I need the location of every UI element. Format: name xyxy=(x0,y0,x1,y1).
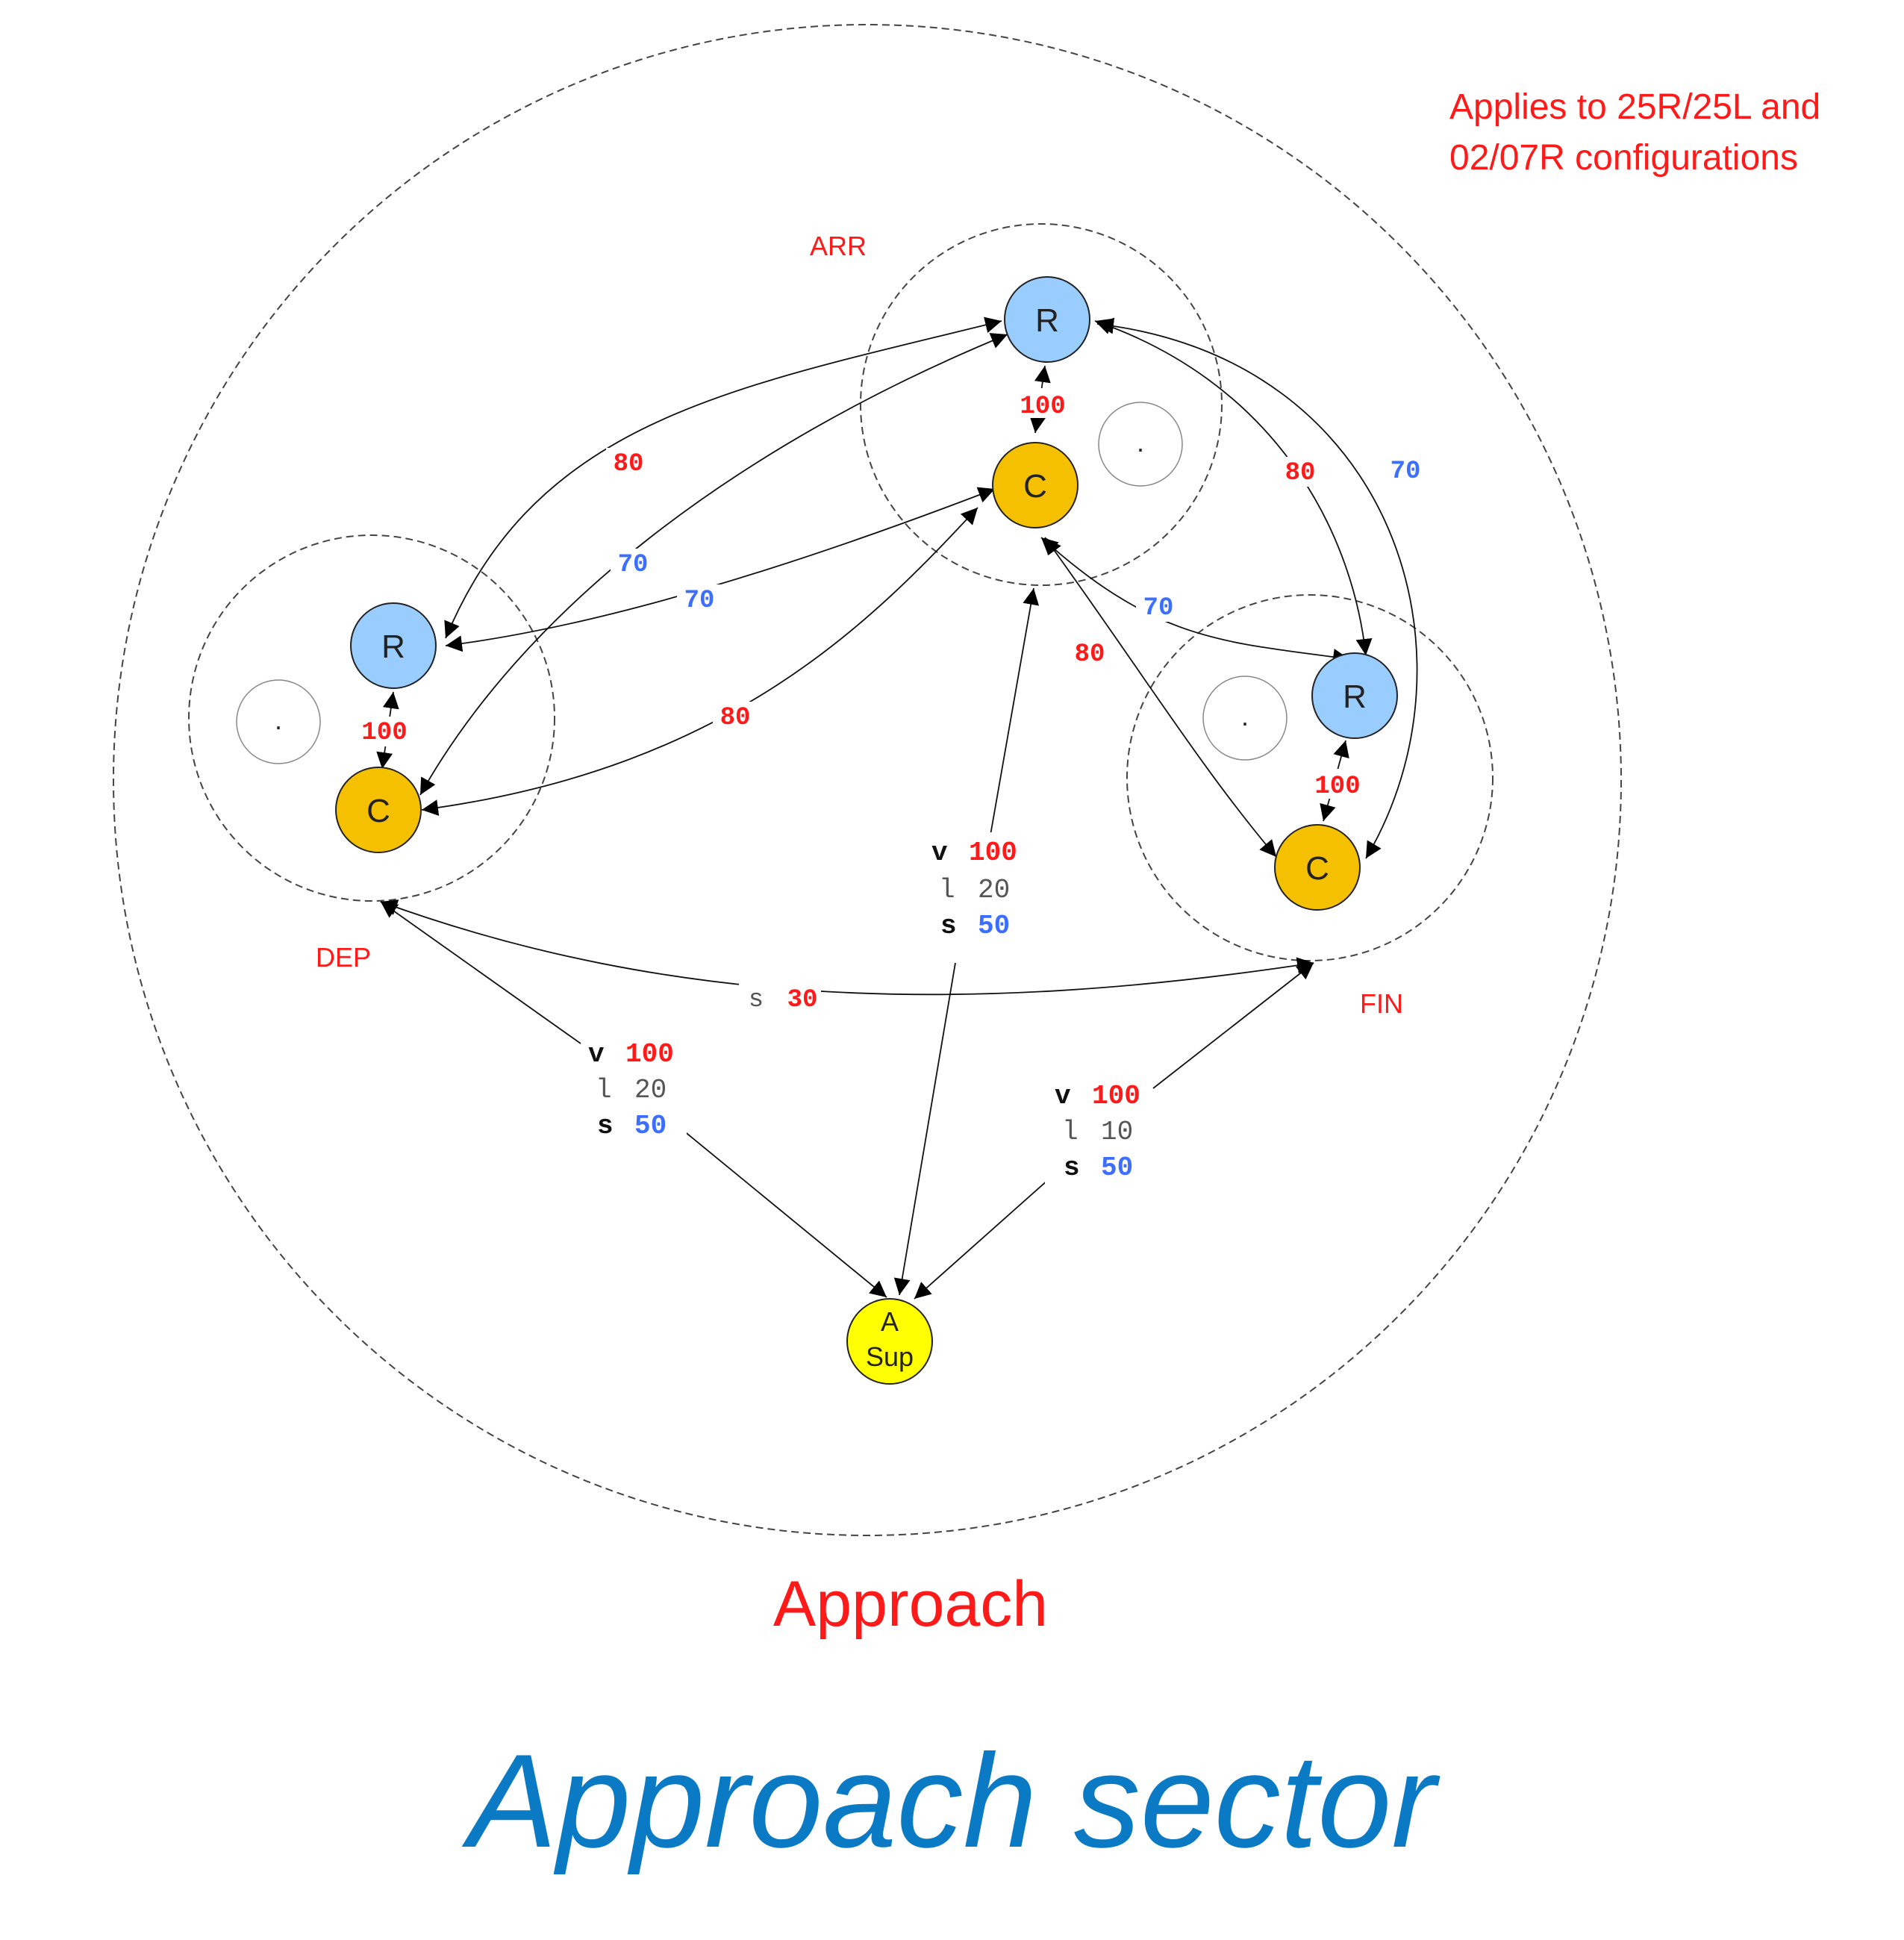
edge-arr-r-fin-c xyxy=(1096,317,1418,859)
configuration-note-line2: 02/07R configurations xyxy=(1449,138,1798,178)
edge-arr-r-fin-r xyxy=(1094,318,1373,656)
fin-sup-s-value: 50 xyxy=(1101,1153,1133,1183)
arr-c-node xyxy=(992,442,1079,528)
configuration-note-line1: Applies to 25R/25L and xyxy=(1449,87,1821,127)
arr-sup-v-value: 100 xyxy=(969,838,1017,868)
page-title: Approach sector xyxy=(468,1727,1436,1875)
dep-sup-l: l xyxy=(596,1075,612,1105)
fin-sup-l-value: 10 xyxy=(1101,1117,1133,1147)
label-arr-c-fin-r: 70 xyxy=(1143,594,1174,623)
edge-arr-sup-upper xyxy=(988,587,1040,844)
label-dep-rc: 100 xyxy=(361,719,407,747)
fin-group-label: FIN xyxy=(1360,988,1403,1019)
label-arr-r-fin-c: 70 xyxy=(1390,458,1421,486)
a-sup-label-line2: Sup xyxy=(866,1341,914,1372)
dep-sup-s-value: 50 xyxy=(634,1111,667,1141)
arr-dot-node xyxy=(1098,402,1183,487)
label-dep-fin-s: s xyxy=(749,986,764,1014)
fin-sup-s: s xyxy=(1064,1153,1080,1183)
arr-sup-l-value: 20 xyxy=(978,875,1010,905)
arr-dot-label: . xyxy=(1137,427,1144,458)
configuration-note: Applies to 25R/25L and 02/07R configurat… xyxy=(1449,82,1897,184)
edge-dep-sup-upper xyxy=(380,901,581,1044)
fin-sup-v: v xyxy=(1055,1081,1071,1111)
edge-arr-sup-lower xyxy=(893,962,956,1296)
approach-sector-boundary xyxy=(113,24,1622,1536)
label-arr-r-dep-r: 80 xyxy=(614,450,644,478)
dep-c-label: C xyxy=(366,793,390,829)
label-arr-c-dep-r: 70 xyxy=(684,587,715,615)
fin-dot-label: . xyxy=(1241,701,1249,732)
fin-dot-node xyxy=(1202,676,1287,761)
label-arr-c-dep-c: 80 xyxy=(720,704,751,732)
dep-dot-node xyxy=(236,679,321,764)
edge-arr-r-dep-r xyxy=(444,316,1002,639)
a-sup-label-line1: A xyxy=(881,1306,899,1337)
label-arr-r-fin-r: 80 xyxy=(1285,459,1316,487)
dep-sup-v: v xyxy=(588,1039,605,1070)
edge-dep-fin xyxy=(380,899,1314,996)
arr-sup-v: v xyxy=(931,838,948,868)
fin-c-label: C xyxy=(1305,850,1329,887)
label-arr-rc: 100 xyxy=(1020,393,1065,421)
arr-c-label: C xyxy=(1023,468,1047,505)
dep-sup-s: s xyxy=(597,1111,614,1141)
label-dep-fin-value: 30 xyxy=(787,986,818,1014)
label-arr-r-dep-c: 70 xyxy=(618,551,649,579)
arr-sup-l: l xyxy=(939,875,955,905)
dep-sup-v-value: 100 xyxy=(625,1039,674,1070)
sector-label: Approach xyxy=(772,1568,1049,1640)
arr-sup-s-value: 50 xyxy=(978,911,1010,941)
a-sup-node xyxy=(846,1298,933,1385)
dep-c-node xyxy=(335,767,422,853)
edge-arr-c-dep-c xyxy=(421,507,978,817)
fin-sup-v-value: 100 xyxy=(1092,1081,1140,1111)
dep-group-label: DEP xyxy=(316,942,371,973)
arr-r-label: R xyxy=(1035,302,1059,339)
edge-dep-sup-lower xyxy=(678,1126,887,1298)
arr-group-label: ARR xyxy=(810,231,867,261)
dep-sup-l-value: 20 xyxy=(634,1075,667,1105)
label-arr-c-fin-c: 80 xyxy=(1075,640,1105,669)
arr-r-node xyxy=(1004,276,1090,363)
label-fin-rc: 100 xyxy=(1314,773,1360,801)
edge-fin-sup-upper xyxy=(1152,962,1314,1089)
dep-r-label: R xyxy=(381,629,405,665)
fin-r-node xyxy=(1311,652,1398,739)
edge-arr-c-fin-c xyxy=(1044,537,1277,858)
fin-c-node xyxy=(1274,824,1361,911)
edge-fin-sup-lower xyxy=(914,1179,1049,1300)
arr-sup-s: s xyxy=(940,911,957,941)
dep-dot-label: . xyxy=(275,705,282,735)
edge-arr-c-dep-r xyxy=(445,487,996,652)
edges xyxy=(376,316,1418,1300)
fin-r-label: R xyxy=(1343,679,1367,715)
dep-r-node xyxy=(350,602,437,689)
fin-sup-l: l xyxy=(1062,1117,1079,1147)
